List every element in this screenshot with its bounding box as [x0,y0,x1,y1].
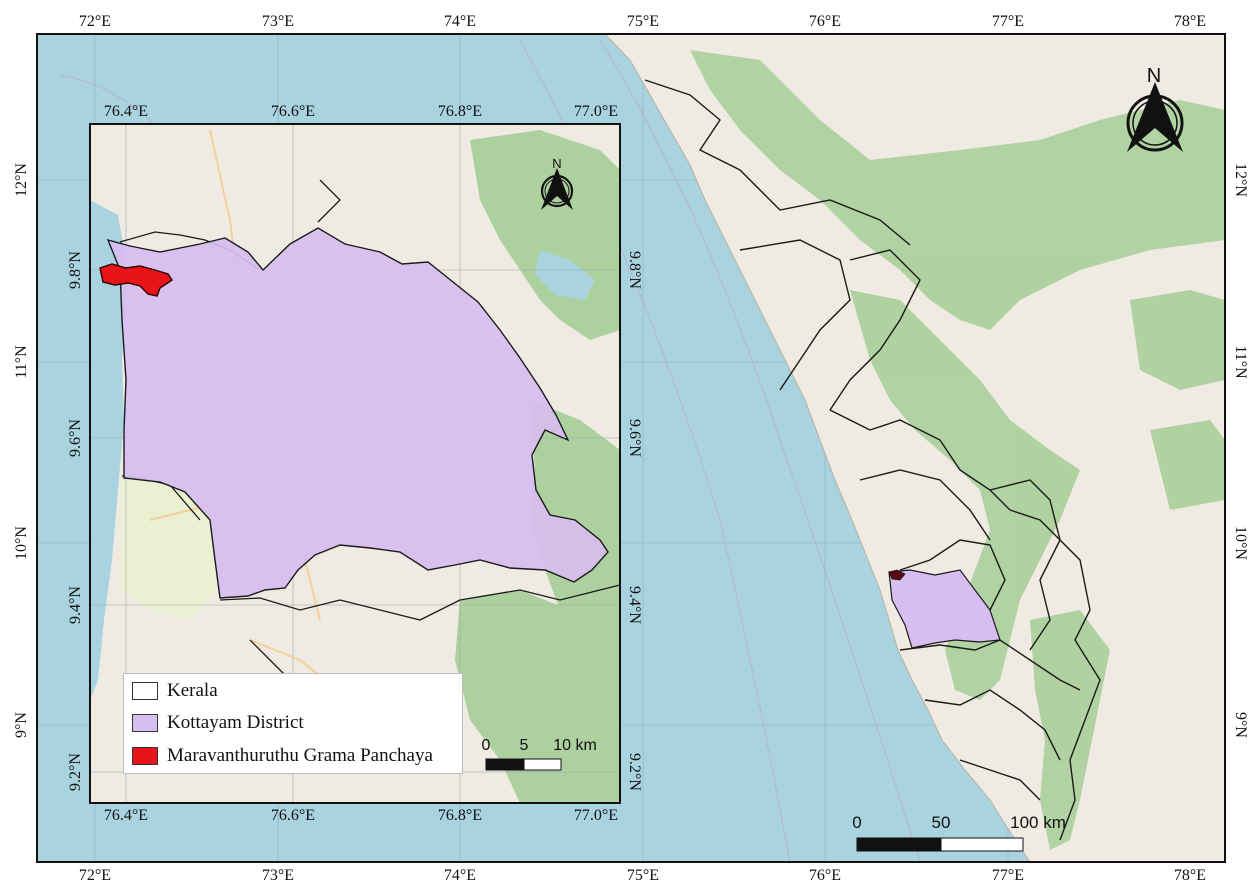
inset-scale-label: 0 [482,737,491,754]
main-bottom-label: 73°E [262,867,294,884]
main-right-label: 10°N [1232,526,1249,560]
inset-paddy [120,470,220,620]
kottayam-district-main [888,569,1001,649]
maravanthuruthu-panchayat [99,263,173,297]
inset-scale-bar: 0 5 10 km [482,737,597,771]
main-top-label: 78°E [1174,13,1206,30]
inset-right-label: 9.2°N [626,753,643,791]
inset-left-label: 9.4°N [67,586,84,624]
main-bottom-label: 77°E [992,867,1024,884]
main-top-label: 77°E [992,13,1024,30]
main-top-label: 72°E [79,13,111,30]
main-scale-bar: 0 50 100 km [852,813,1066,852]
inset-bottom-label: 77.0°E [574,807,618,824]
main-top-label: 74°E [444,13,476,30]
legend-label: Kottayam District [167,712,304,733]
legend-item-kottayam: Kottayam District [132,711,304,735]
main-graticule-labels: 72°E 73°E 74°E 75°E 76°E 77°E 78°E 72°E … [13,13,1249,884]
inset-top-label: 76.8°E [438,103,482,120]
inset-north-label: N [552,156,561,171]
main-right-label: 12°N [1232,163,1249,197]
inset-left-label: 9.2°N [67,753,84,791]
main-north-label: N [1147,65,1161,87]
kottayam-district [106,227,609,599]
legend-item-maravanthuruthu: Maravanthuruthu Grama Panchaya [132,744,433,768]
main-left-label: 11°N [13,345,30,379]
inset-top-label: 76.4°E [104,103,148,120]
maravanthuruthu-main [888,569,906,581]
legend-swatch [132,747,158,765]
inset-scale-label: 5 [520,737,529,754]
legend-swatch [132,682,158,700]
inset-water [90,200,126,700]
inset-north-arrow-icon: N [540,156,574,210]
main-bottom-label: 75°E [627,867,659,884]
inset-right-label: 9.4°N [626,586,643,624]
main-scale-label: 100 km [1010,813,1066,832]
legend-swatch [132,714,158,732]
main-left-label: 9°N [13,712,30,738]
main-bottom-label: 74°E [444,867,476,884]
inset-top-label: 77.0°E [574,103,618,120]
inset-reservoir [535,250,595,300]
inset-right-label: 9.8°N [626,251,643,289]
forest-areas [690,50,1225,850]
main-top-label: 75°E [627,13,659,30]
main-right-label: 11°N [1232,345,1249,379]
inset-bottom-label: 76.4°E [104,807,148,824]
inset-bottom-label: 76.6°E [271,807,315,824]
main-scale-label: 0 [852,813,861,832]
inset-left-label: 9.8°N [67,251,84,289]
inset-left-label: 9.6°N [67,419,84,457]
inset-graticule-labels: 76.4°E 76.6°E 76.8°E 77.0°E 76.4°E 76.6°… [67,103,643,824]
main-bottom-label: 78°E [1174,867,1206,884]
inset-map-frame [89,123,621,804]
legend-item-kerala: Kerala [132,679,218,703]
inset-top-label: 76.6°E [271,103,315,120]
main-right-label: 9°N [1232,712,1249,738]
inset-scale-label: 10 km [553,737,597,754]
inset-right-label: 9.6°N [626,419,643,457]
main-north-arrow-icon: N [1126,65,1184,152]
main-left-label: 10°N [13,526,30,560]
main-left-label: 12°N [13,163,30,197]
main-top-label: 73°E [262,13,294,30]
main-bottom-label: 76°E [809,867,841,884]
inset-bottom-label: 76.8°E [438,807,482,824]
legend-label: Kerala [167,680,218,701]
main-scale-label: 50 [932,813,951,832]
map-legend: Kerala Kottayam District Maravanthuruthu… [123,673,463,774]
main-top-label: 76°E [809,13,841,30]
main-map-frame [36,33,1226,863]
legend-label: Maravanthuruthu Grama Panchaya [167,745,433,766]
main-bottom-label: 72°E [79,867,111,884]
